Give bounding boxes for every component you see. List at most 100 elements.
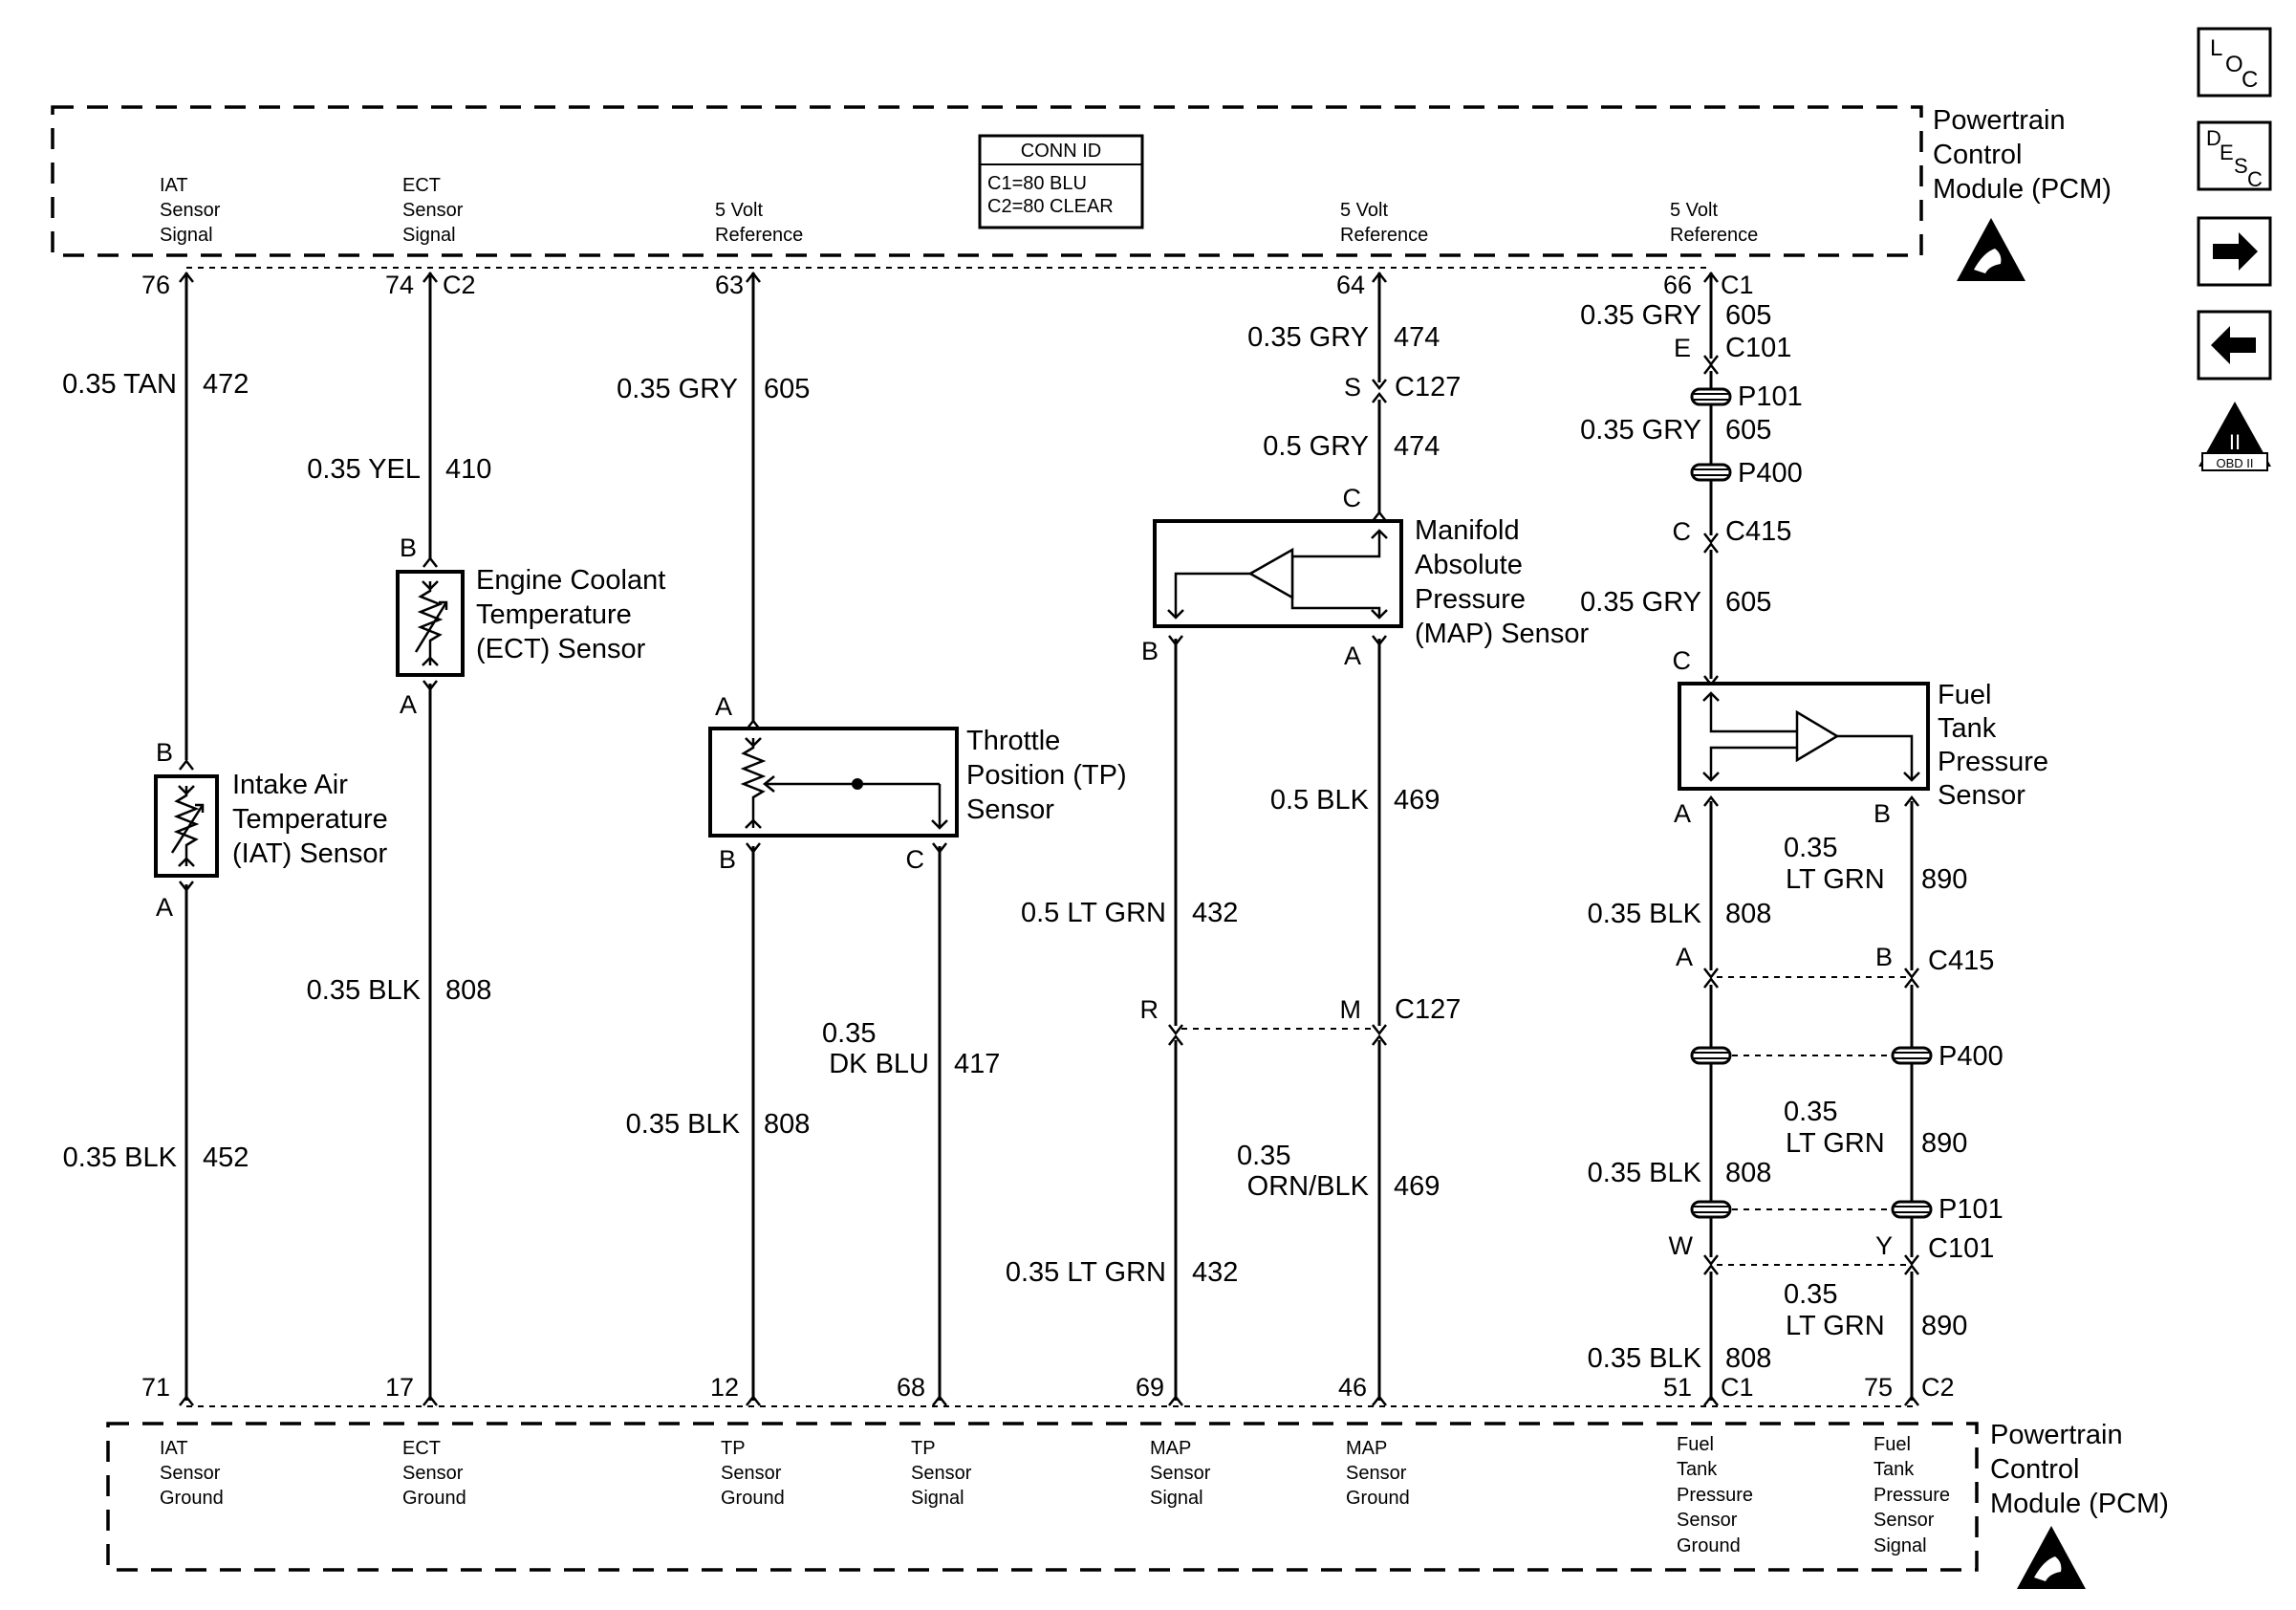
- tp-circuit: A B C Throttle Position (TP) Sensor 0.35…: [617, 272, 1127, 1407]
- loc-icon[interactable]: L O C: [2197, 27, 2272, 98]
- svg-text:469: 469: [1394, 785, 1440, 816]
- svg-text:B: B: [400, 533, 417, 562]
- svg-text:LT GRN: LT GRN: [1786, 864, 1885, 895]
- desc-icon[interactable]: D E S C: [2197, 120, 2272, 191]
- svg-text:605: 605: [1725, 415, 1771, 446]
- svg-text:D: D: [2206, 126, 2221, 150]
- pcm-bottom-box: IAT Sensor Ground ECT Sensor Ground TP S…: [106, 1422, 1979, 1572]
- obd-ii-icon[interactable]: II OBD II: [2199, 402, 2271, 471]
- svg-text:69: 69: [1136, 1373, 1164, 1402]
- pcm-label-5v-ref-ftp-2: Reference: [1670, 225, 1758, 246]
- pcm-bottom-name: Powertrain Control Module (PCM): [1990, 1420, 2169, 1519]
- svg-text:452: 452: [203, 1142, 249, 1173]
- pcm-label-5v-ref-tp-1: 5 Volt: [715, 200, 763, 221]
- svg-text:0.35 BLK: 0.35 BLK: [1588, 899, 1702, 929]
- svg-text:0.35 TAN: 0.35 TAN: [62, 369, 177, 400]
- svg-text:0.5 LT GRN: 0.5 LT GRN: [1021, 898, 1166, 928]
- svg-text:63: 63: [715, 271, 744, 299]
- iat-sensor-label-1: Intake Air: [232, 770, 348, 800]
- svg-text:808: 808: [1725, 1158, 1771, 1188]
- pcm-label-tp-signal-3: Signal: [911, 1488, 964, 1509]
- map-sensor-label-4: (MAP) Sensor: [1415, 619, 1589, 649]
- splice-p400-ground: [1690, 1046, 1732, 1065]
- svg-text:605: 605: [764, 374, 810, 404]
- ftp-sensor-label-2: Tank: [1938, 713, 1997, 744]
- svg-text:Control: Control: [1990, 1454, 2080, 1485]
- map-sensor-label-2: Absolute: [1415, 550, 1523, 580]
- svg-text:C101: C101: [1928, 1233, 1994, 1264]
- svg-text:0.35 BLK: 0.35 BLK: [1588, 1343, 1702, 1374]
- svg-text:A: A: [156, 893, 173, 922]
- svg-text:A: A: [1674, 799, 1691, 828]
- svg-text:472: 472: [203, 369, 249, 400]
- svg-text:64: 64: [1336, 271, 1365, 299]
- svg-text:C101: C101: [1725, 333, 1791, 363]
- pcm-label-tp-ground-2: Sensor: [721, 1463, 782, 1484]
- svg-text:432: 432: [1192, 1257, 1238, 1288]
- next-arrow-icon[interactable]: [2197, 216, 2272, 287]
- pcm-label-5v-ref-map-1: 5 Volt: [1340, 200, 1388, 221]
- splice-p400-signal: [1891, 1046, 1933, 1065]
- pcm-label-5v-ref-ftp-1: 5 Volt: [1670, 200, 1718, 221]
- svg-text:W: W: [1669, 1231, 1694, 1260]
- svg-text:17: 17: [385, 1373, 414, 1402]
- svg-text:890: 890: [1921, 1311, 1967, 1341]
- ftp-sensor-label-4: Sensor: [1938, 780, 2025, 811]
- map-circuit: C B A R M C127 S C127 Manifold Absolute …: [1006, 272, 1589, 1407]
- svg-text:C: C: [2247, 167, 2263, 191]
- pcm-label-iat-ground-2: Sensor: [160, 1463, 221, 1484]
- svg-text:C2: C2: [443, 271, 476, 299]
- conn-id-line1: C1=80 BLU: [987, 173, 1087, 194]
- svg-text:890: 890: [1921, 1128, 1967, 1159]
- tp-sensor: [708, 727, 959, 838]
- pcm-label-tp-ground-1: TP: [721, 1438, 746, 1459]
- pcm-label-ect-ground-1: ECT: [402, 1438, 441, 1459]
- svg-text:Powertrain: Powertrain: [1990, 1420, 2123, 1450]
- svg-text:71: 71: [141, 1373, 170, 1402]
- svg-text:76: 76: [141, 271, 170, 299]
- esd-warning-icon-bottom: [2017, 1526, 2086, 1589]
- svg-text:0.35 GRY: 0.35 GRY: [1247, 322, 1369, 353]
- svg-text:474: 474: [1394, 431, 1440, 462]
- svg-text:Powertrain: Powertrain: [1933, 105, 2066, 136]
- pcm-label-ect-signal-2: Sensor: [402, 200, 464, 221]
- pcm-label-ftp-ground-3: Pressure: [1677, 1485, 1753, 1506]
- iat-sensor-label-2: Temperature: [232, 804, 388, 835]
- svg-text:C: C: [1343, 484, 1362, 512]
- tp-sensor-label-3: Sensor: [966, 794, 1054, 825]
- svg-text:C1: C1: [1721, 1373, 1754, 1402]
- tp-sensor-label-1: Throttle: [966, 726, 1060, 756]
- iat-circuit: B A Intake Air Temperature (IAT) Sensor …: [62, 272, 388, 1407]
- svg-text:605: 605: [1725, 300, 1771, 331]
- pcm-label-ftp-signal-1: Fuel: [1874, 1434, 1911, 1455]
- ect-sensor-label-2: Temperature: [476, 599, 632, 630]
- svg-text:410: 410: [445, 454, 491, 485]
- pcm-label-iat-ground-1: IAT: [160, 1438, 188, 1459]
- ftp-sensor-label-1: Fuel: [1938, 680, 1991, 710]
- svg-text:A: A: [715, 692, 732, 721]
- svg-text:808: 808: [445, 975, 491, 1006]
- svg-text:P101: P101: [1738, 381, 1803, 412]
- svg-text:C415: C415: [1928, 946, 1994, 976]
- svg-text:Module (PCM): Module (PCM): [1990, 1489, 2169, 1519]
- pcm-label-ftp-ground-2: Tank: [1677, 1459, 1718, 1480]
- prev-arrow-icon[interactable]: [2197, 310, 2272, 381]
- svg-text:0.35: 0.35: [1784, 1279, 1837, 1310]
- svg-text:A: A: [400, 690, 417, 719]
- pcm-label-ect-ground-2: Sensor: [402, 1463, 464, 1484]
- svg-text:C: C: [1673, 517, 1692, 546]
- pcm-label-tp-signal-1: TP: [911, 1438, 936, 1459]
- svg-text:417: 417: [954, 1049, 1000, 1079]
- svg-text:C: C: [1673, 646, 1692, 675]
- svg-text:M: M: [1340, 995, 1362, 1024]
- svg-text:0.35 BLK: 0.35 BLK: [307, 975, 422, 1006]
- pcm-label-tp-ground-3: Ground: [721, 1488, 785, 1509]
- svg-text:E: E: [2220, 141, 2234, 164]
- svg-text:0.35 BLK: 0.35 BLK: [1588, 1158, 1702, 1188]
- svg-text:808: 808: [764, 1109, 810, 1140]
- ect-sensor-label-1: Engine Coolant: [476, 565, 665, 596]
- pcm-label-map-signal-2: Sensor: [1150, 1463, 1211, 1484]
- pcm-label-iat-signal-2: Sensor: [160, 200, 221, 221]
